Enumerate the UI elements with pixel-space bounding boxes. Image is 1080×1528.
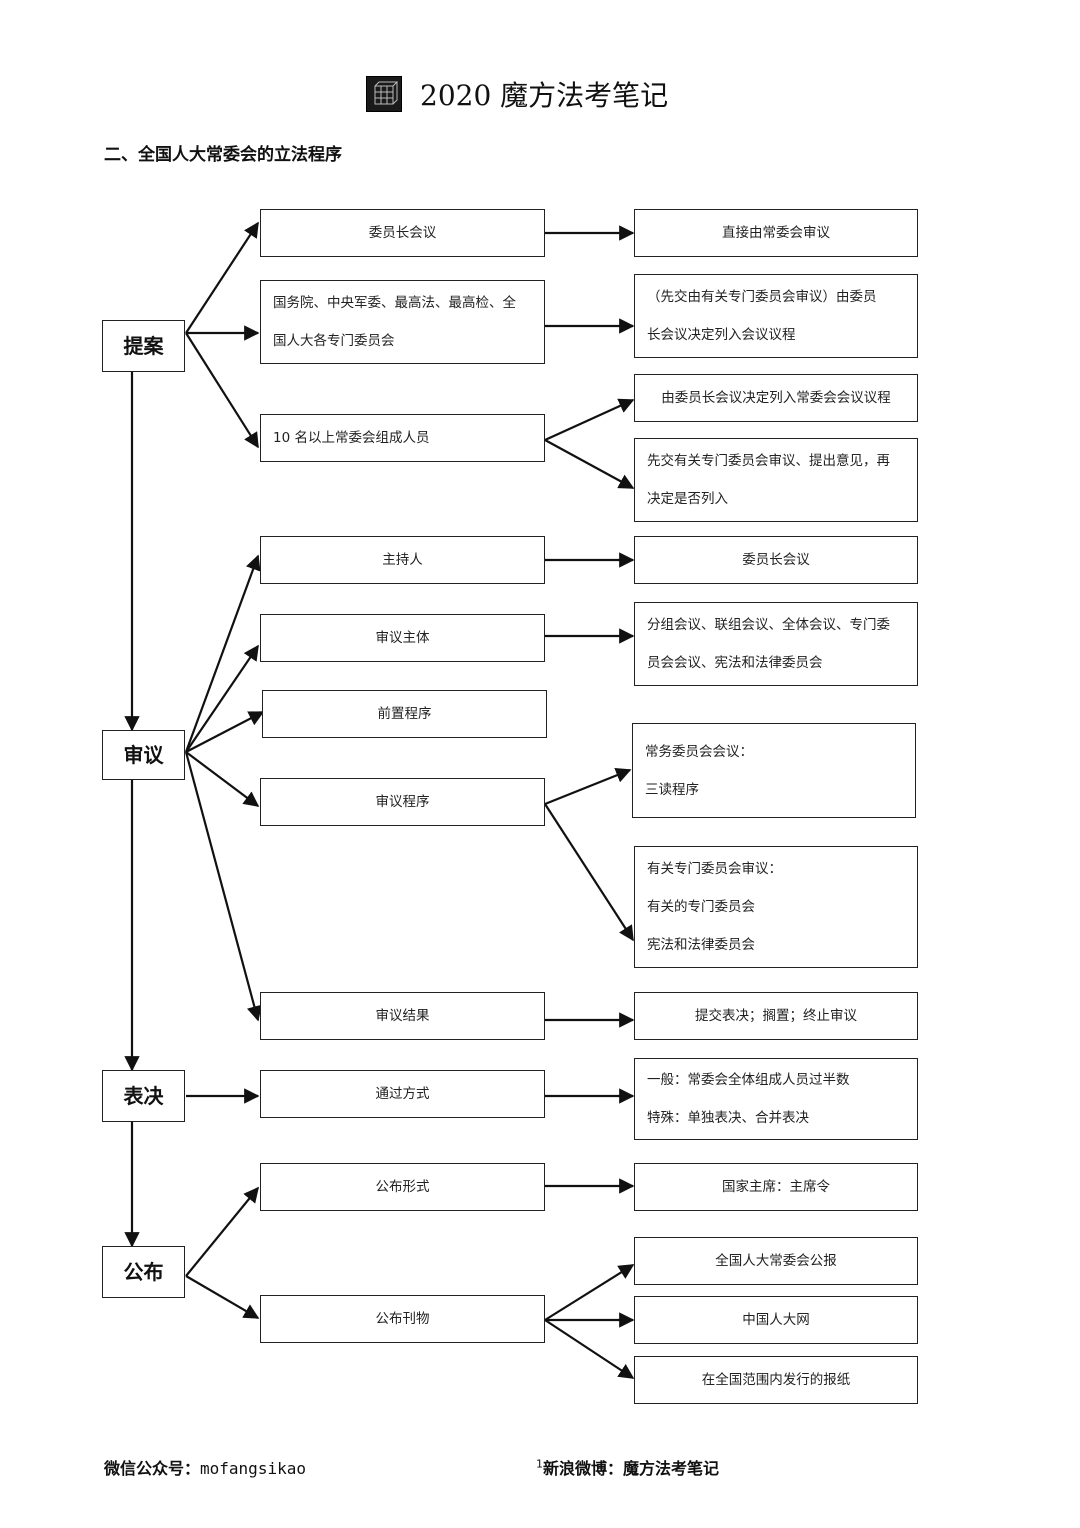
- review-item-host: 主持人: [260, 536, 545, 584]
- review-outcome-result: 提交表决；搁置；终止审议: [634, 992, 918, 1040]
- document-header: 2020 魔方法考笔记: [366, 74, 668, 114]
- review-outcome-committee: 有关专门委员会审议： 有关的专门委员会 宪法和法律委员会: [634, 846, 918, 968]
- arrow-members-a: [544, 398, 635, 442]
- review-outcome-subject-line: 分组会议、联组会议、全体会议、专门委: [647, 617, 890, 633]
- arrow-media-newspaper: [544, 1319, 635, 1379]
- vote-outcome: 一般：常委会全体组成人员过半数 特殊：单独表决、合并表决: [634, 1058, 918, 1140]
- arrow-publish-form: [185, 1186, 259, 1277]
- arrow-review-host: [184, 554, 261, 753]
- proposal-source-chairmen: 委员长会议: [260, 209, 545, 257]
- review-item-subject: 审议主体: [260, 614, 545, 662]
- proposal-outcome-members-b: 先交有关专门委员会审议、提出意见，再 决定是否列入: [634, 438, 918, 522]
- arrow-procedure-committee: [544, 803, 634, 942]
- proposal-outcome-organs-line: 长会议决定列入会议议程: [647, 327, 796, 343]
- publish-form-outcome: 国家主席：主席令: [634, 1163, 918, 1211]
- proposal-source-organs-line: 国务院、中央军委、最高法、最高检、全: [273, 295, 516, 311]
- proposal-source-members: 10 名以上常委会组成人员: [260, 414, 545, 462]
- publish-media: 公布刊物: [260, 1295, 545, 1343]
- arrow-proposal-members: [185, 332, 259, 449]
- section-title: 二、全国人大常委会的立法程序: [104, 145, 342, 165]
- review-outcome-standing-line: 三读程序: [645, 781, 699, 798]
- footer-wechat: 微信公众号：mofangsikao: [104, 1455, 306, 1479]
- arrow-media-gazette: [544, 1264, 635, 1321]
- arrow-publish-media: [185, 1275, 260, 1319]
- footer-wechat-label: 微信公众号：: [104, 1459, 201, 1478]
- footer-weibo: 1新浪微博：魔方法考笔记: [536, 1455, 719, 1479]
- proposal-source-organs: 国务院、中央军委、最高法、最高检、全 国人大各专门委员会: [260, 280, 545, 364]
- arrow-proposal-chairmen: [185, 221, 259, 334]
- proposal-outcome-members-b-line: 决定是否列入: [647, 491, 728, 507]
- arrow-review-pre: [185, 711, 265, 753]
- review-outcome-subject: 分组会议、联组会议、全体会议、专门委 员会会议、宪法和法律委员会: [634, 602, 918, 686]
- vote-method: 通过方式: [260, 1070, 545, 1118]
- proposal-outcome-organs: （先交由有关专门委员会审议）由委员 长会议决定列入会议议程: [634, 274, 918, 358]
- arrow-members-b: [544, 439, 635, 489]
- stage-publish: 公布: [102, 1246, 185, 1298]
- proposal-outcome-direct: 直接由常委会审议: [634, 209, 918, 257]
- publish-media-website: 中国人大网: [634, 1296, 918, 1344]
- review-outcome-subject-line: 员会会议、宪法和法律委员会: [647, 655, 823, 671]
- arrow-review-subject: [185, 644, 259, 753]
- vote-outcome-line: 特殊：单独表决、合并表决: [647, 1110, 809, 1126]
- footer-weibo-label: 新浪微博：魔方法考笔记: [543, 1459, 720, 1478]
- proposal-outcome-members-b-line: 先交有关专门委员会审议、提出意见，再: [647, 453, 890, 469]
- arrow-review-procedure: [185, 751, 260, 807]
- publish-media-gazette: 全国人大常委会公报: [634, 1237, 918, 1285]
- stage-review: 审议: [102, 730, 185, 780]
- proposal-outcome-members-a: 由委员长会议决定列入常委会会议议程: [634, 374, 918, 422]
- arrow-procedure-standing: [544, 767, 632, 806]
- stage-proposal: 提案: [102, 320, 185, 372]
- cube-logo-icon: [366, 76, 402, 112]
- review-item-result: 审议结果: [260, 992, 545, 1040]
- proposal-outcome-organs-line: （先交由有关专门委员会审议）由委员: [647, 289, 877, 305]
- document-title: 2020 魔方法考笔记: [420, 79, 669, 112]
- review-outcome-standing-line: 常务委员会会议：: [645, 743, 753, 760]
- review-outcome-host: 委员长会议: [634, 536, 918, 584]
- review-outcome-committee-line: 宪法和法律委员会: [647, 937, 755, 953]
- page-number: 1: [536, 1457, 543, 1471]
- vote-outcome-line: 一般：常委会全体组成人员过半数: [647, 1072, 850, 1088]
- arrow-review-result: [184, 751, 262, 1022]
- stage-vote: 表决: [102, 1070, 185, 1122]
- footer-wechat-id: mofangsikao: [200, 1459, 306, 1478]
- review-outcome-standing: 常务委员会会议： 三读程序: [632, 723, 916, 818]
- publish-form: 公布形式: [260, 1163, 545, 1211]
- review-item-pre-procedure: 前置程序: [262, 690, 547, 738]
- review-outcome-committee-line: 有关的专门委员会: [647, 899, 755, 915]
- publish-media-newspaper: 在全国范围内发行的报纸: [634, 1356, 918, 1404]
- review-item-procedure: 审议程序: [260, 778, 545, 826]
- proposal-source-organs-line: 国人大各专门委员会: [273, 333, 395, 349]
- review-outcome-committee-line: 有关专门委员会审议：: [647, 861, 782, 877]
